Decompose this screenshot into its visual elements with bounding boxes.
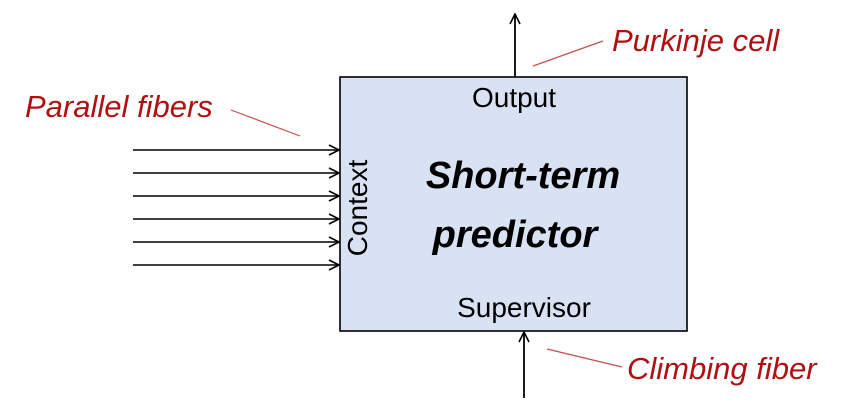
output-label: Output	[472, 82, 556, 113]
parallel-fiber-arrows	[133, 150, 339, 265]
context-label: Context	[342, 160, 373, 257]
supervisor-label: Supervisor	[457, 292, 591, 323]
parallel-leader-line	[230, 109, 301, 137]
parallel-fibers-annotation: Parallel fibers	[25, 89, 213, 124]
climbing-leader-line	[546, 348, 623, 368]
purkinje-leader-line	[532, 40, 604, 67]
purkinje-cell-annotation: Purkinje cell	[612, 23, 780, 58]
block-title-line1: Short-term	[426, 155, 620, 197]
predictor-block	[339, 76, 688, 332]
block-title-line2: predictor	[432, 214, 600, 256]
climbing-fiber-annotation: Climbing fiber	[627, 351, 818, 386]
